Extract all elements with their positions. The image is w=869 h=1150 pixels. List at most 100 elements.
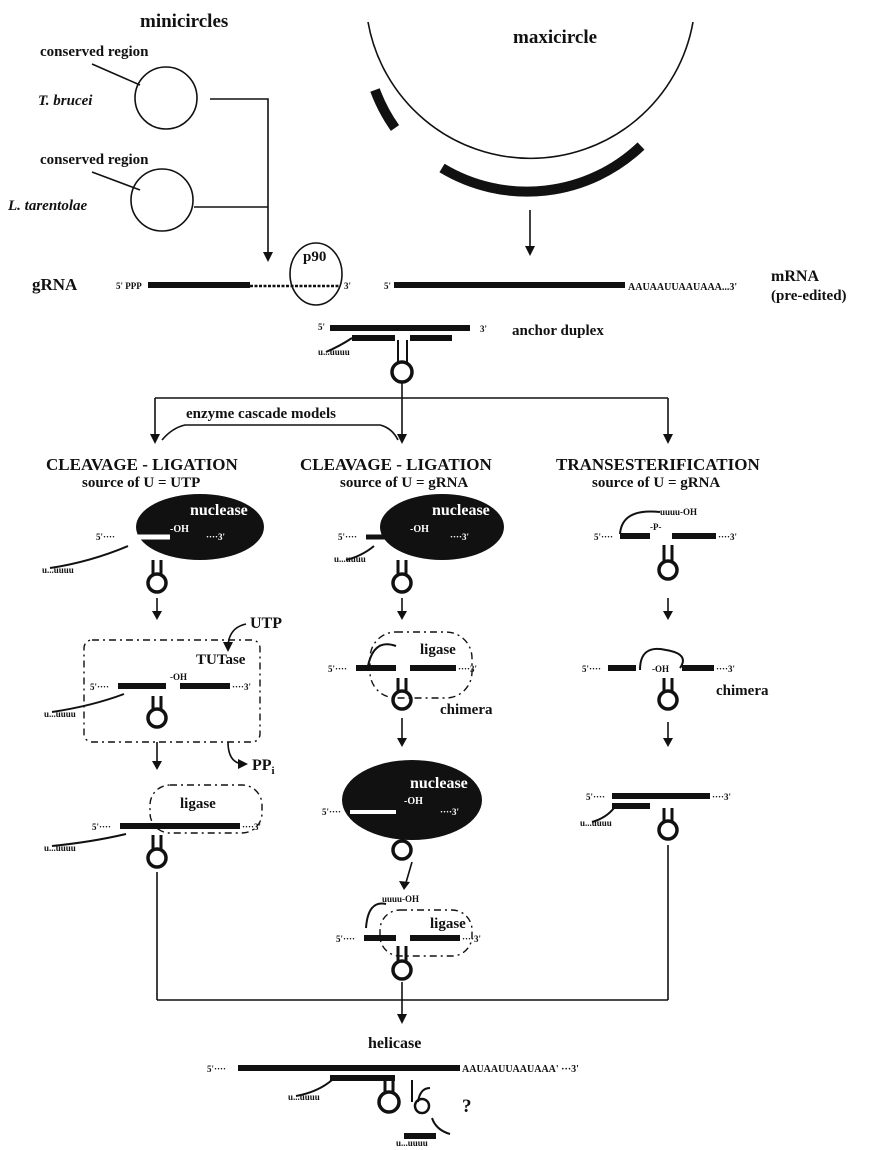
- col1-s1-tail: [49, 545, 129, 569]
- anchor-u-label: u...uuuu: [318, 347, 350, 357]
- col1-s3-3: ····3': [242, 822, 261, 832]
- col3-s3-loop: [657, 819, 679, 841]
- col1-s1-loop: [146, 572, 168, 594]
- col2-s2-loopu: [367, 643, 397, 667]
- conserved-pointer-1: [91, 63, 141, 86]
- final-released-loop: [413, 1097, 431, 1115]
- col2-nuclease-blob: [380, 494, 504, 560]
- anchor-duplex-label: anchor duplex: [512, 323, 604, 339]
- l-tarentolae-minicircle: [130, 168, 194, 232]
- col2-s2-5: 5'····: [328, 664, 347, 674]
- col1-s3-loop: [146, 847, 168, 869]
- col2-nuclease-label: nuclease: [432, 502, 490, 519]
- col2-s2-loop: [391, 689, 413, 711]
- col1-s3-tail: [51, 833, 127, 847]
- col3-s1-loop: [657, 559, 679, 581]
- final-5prime: 5'····: [207, 1064, 226, 1074]
- col2-arrow3-head: [399, 881, 410, 890]
- minicircle-connector: [210, 98, 269, 258]
- col3-s2-5: 5'····: [582, 664, 601, 674]
- col2-ligase-label: ligase: [420, 642, 456, 658]
- col2-s1-loop: [391, 572, 413, 594]
- col1-s2-5: 5'····: [90, 682, 109, 692]
- final-u-label: u...uuuu: [288, 1092, 320, 1102]
- col3-s3-3: ····3': [712, 792, 731, 802]
- enzyme-cascade-label: enzyme cascade models: [186, 406, 336, 422]
- anchor-3prime: 3': [480, 324, 487, 334]
- col1-ligase-outline: [149, 784, 263, 834]
- col2-s1-u: u...uuuu: [334, 554, 366, 564]
- col1-s2-tail: [51, 693, 125, 713]
- mrna-tail: AAUAAUUAAUAAA...3': [628, 282, 737, 293]
- col3-arrow2-head: [663, 738, 673, 747]
- final-released-u: u...uuuu: [396, 1138, 428, 1148]
- col1-s2-u: u...uuuu: [44, 709, 76, 719]
- col3-arrow1-head: [663, 611, 673, 620]
- col1-oh: -OH: [170, 524, 189, 535]
- anchor-5prime: 5': [318, 322, 325, 332]
- col3-s1-5: 5'····: [594, 532, 613, 542]
- maxicircle-gene-2: [439, 142, 645, 197]
- col1-s3-u: u...uuuu: [44, 843, 76, 853]
- col2-s4-loop: [391, 959, 413, 981]
- ppi-arrow-head: [238, 759, 248, 769]
- col2-nuclease2-blob: [342, 760, 482, 840]
- col2-s2-3: ····3': [458, 664, 477, 674]
- col2-nuclease2-label: nuclease: [410, 775, 468, 792]
- branch-right-arrow: [663, 434, 673, 444]
- col1-ligase-label: ligase: [180, 796, 216, 812]
- col1-s3-5: 5'····: [92, 822, 111, 832]
- p90-label: p90: [303, 249, 326, 265]
- col3-s2-oh: -OH: [652, 664, 669, 674]
- ppi-label: PPi: [252, 757, 275, 777]
- col3-title: TRANSESTERIFICATION: [556, 455, 760, 474]
- tutase-label: TUTase: [196, 652, 246, 668]
- col1-s2-oh: -OH: [170, 672, 187, 682]
- col2-ligase2-label: ligase: [430, 916, 466, 932]
- col2-s4-5: 5'····: [336, 934, 355, 944]
- col3-s1-p: -P-: [650, 522, 662, 532]
- col2-s4-3: ····3': [462, 934, 481, 944]
- col3-s1-loopu: [619, 510, 661, 535]
- col2-oh2: -OH: [404, 796, 423, 807]
- col1-nuclease-blob: [136, 494, 264, 560]
- maxicircle-label: maxicircle: [513, 27, 597, 48]
- minicircles-label: minicircles: [140, 11, 228, 32]
- cascade-bracket: [161, 424, 399, 441]
- final-tail: AAUAAUUAAUAAA' ···3': [462, 1064, 579, 1075]
- pre-edited-label: (pre-edited): [771, 288, 847, 304]
- final-u-tail: [295, 1079, 333, 1097]
- col2-s4-uoh: uuuu-OH: [382, 894, 419, 904]
- col1-s1-3: ····3': [206, 532, 225, 542]
- p90-outline: [289, 242, 343, 306]
- arrow-to-grna: [263, 252, 273, 262]
- col1-nuclease-label: nuclease: [190, 502, 248, 519]
- col1-arrow1-head: [152, 611, 162, 620]
- branch-left-arrow: [150, 434, 160, 444]
- col1-s2-3: ····3': [232, 682, 251, 692]
- final-loop: [377, 1090, 401, 1114]
- col1-subtitle: source of U = UTP: [82, 475, 200, 491]
- col1-s2-loop: [146, 707, 168, 729]
- col2-chimera-label: chimera: [440, 702, 493, 718]
- col2-s3-5: 5'····: [322, 807, 341, 817]
- conserved-region-label-2: conserved region: [40, 152, 149, 168]
- question-mark: ?: [462, 1096, 472, 1117]
- col2-subtitle: source of U = gRNA: [340, 475, 468, 491]
- col2-s4-loopu: [365, 902, 387, 929]
- col2-ligase2-outline: [379, 909, 473, 957]
- merge-arrow-head: [397, 1014, 407, 1024]
- col3-s1-3: ····3': [718, 532, 737, 542]
- col3-s2-loop: [657, 689, 679, 711]
- grna-3prime: 3': [344, 281, 351, 291]
- anchor-loop: [390, 360, 414, 384]
- col3-s1-uoh: uuuu-OH: [660, 507, 697, 517]
- l-tarentolae-label: L. tarentolae: [7, 198, 88, 214]
- final-released-tail: [431, 1117, 451, 1135]
- arrow-to-mrna: [525, 246, 535, 256]
- col2-s1-3: ····3': [450, 532, 469, 542]
- mrna-label: mRNA: [771, 268, 819, 285]
- col3-s3-u: u...uuuu: [580, 818, 612, 828]
- grna-label: gRNA: [32, 275, 78, 294]
